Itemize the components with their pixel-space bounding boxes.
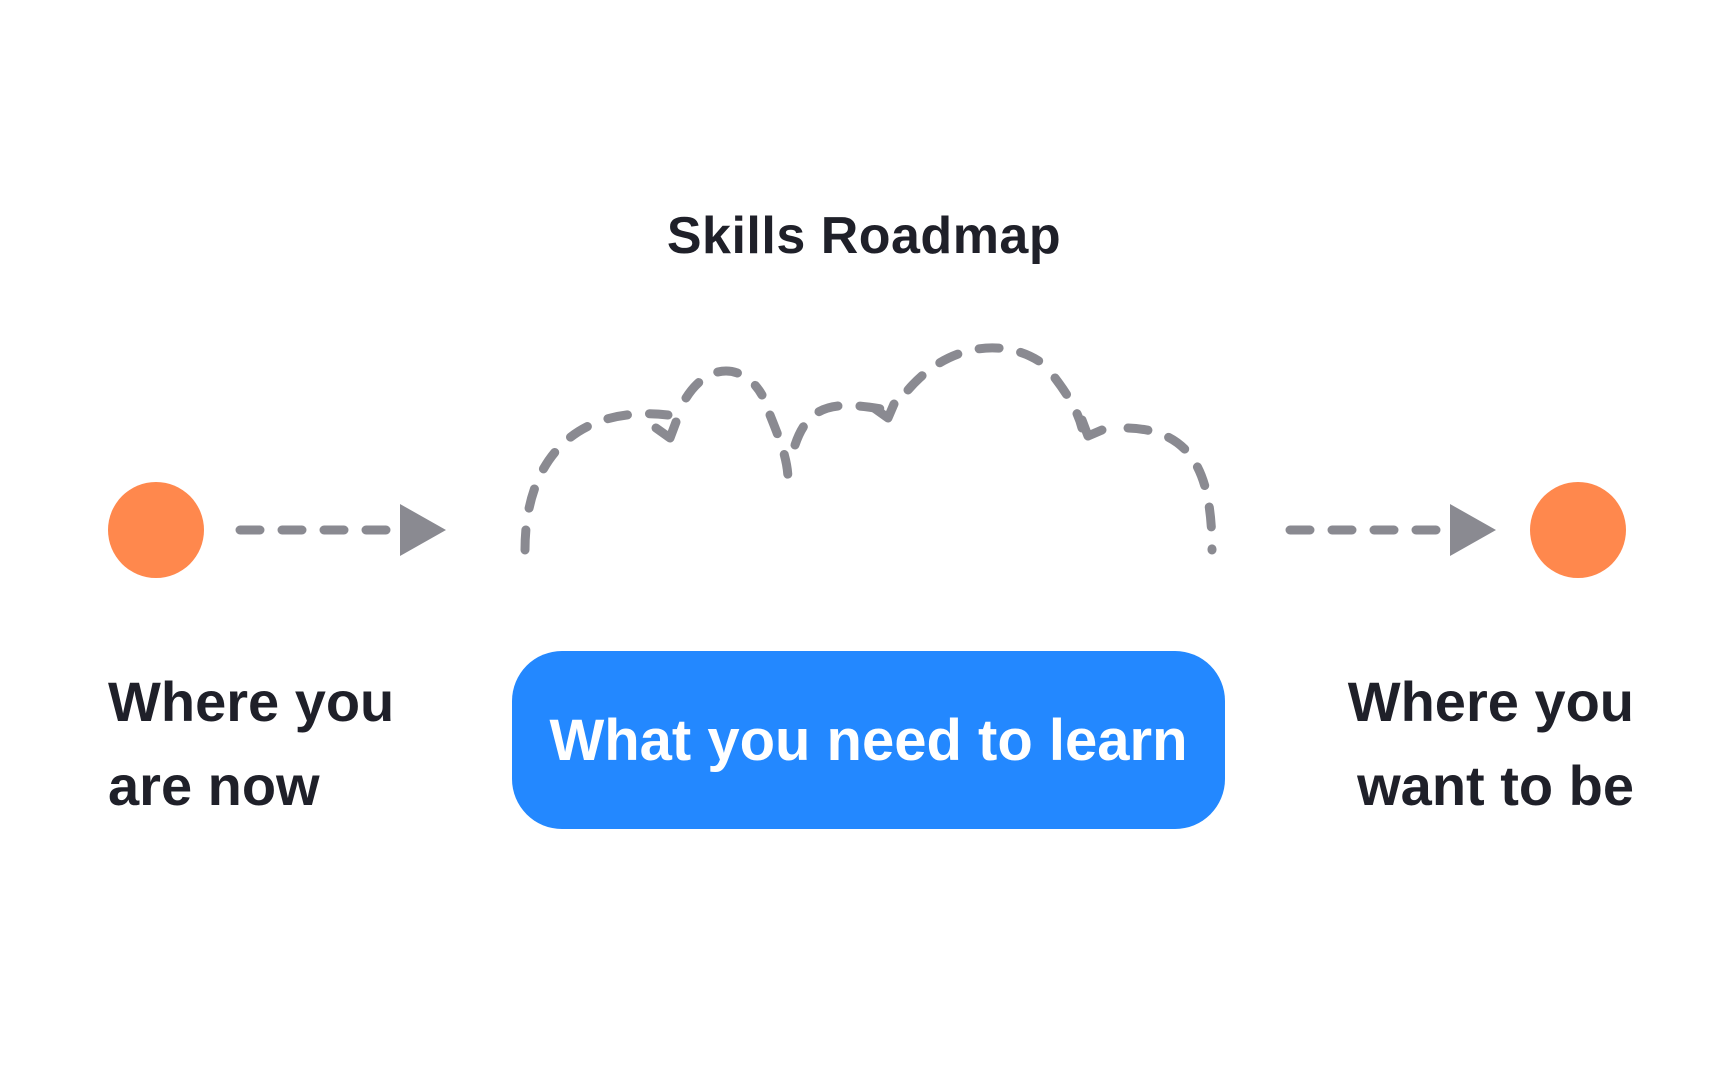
start-node-circle-icon xyxy=(108,482,204,578)
right-dashed-arrow-icon xyxy=(1285,504,1496,556)
start-label-line1: Where you xyxy=(108,670,395,733)
learning-box: What you need to learn xyxy=(512,651,1225,829)
bouncing-path-icon xyxy=(520,343,1217,555)
end-label-line2: want to be xyxy=(1357,754,1634,817)
start-label-line2: are now xyxy=(108,754,320,817)
end-label-line1: Where you xyxy=(1347,670,1634,733)
end-label: Where you want to be xyxy=(1348,660,1634,828)
start-label: Where you are now xyxy=(108,660,394,828)
end-node-circle-icon xyxy=(1530,482,1626,578)
left-dashed-arrow-icon xyxy=(235,504,446,556)
learning-box-label: What you need to learn xyxy=(549,707,1188,773)
diagram-title: Skills Roadmap xyxy=(666,207,1062,265)
